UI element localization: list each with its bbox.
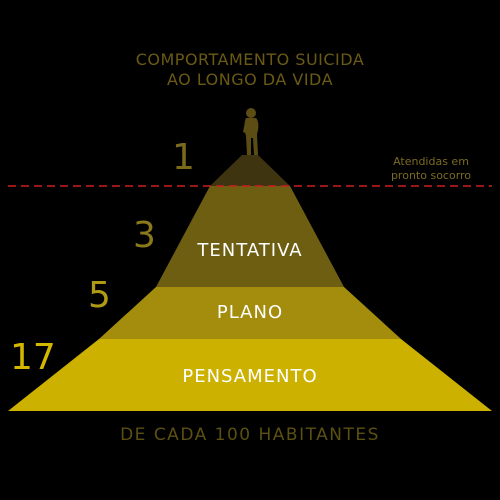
count-attended: 1 <box>172 137 195 178</box>
person-standing-bowed-icon <box>243 108 259 155</box>
label-plano: PLANO <box>216 302 284 323</box>
count-plano: 5 <box>88 275 111 316</box>
er-annotation-line-1: Atendidas em <box>393 155 469 168</box>
diagram-title-line-2: AO LONGO DA VIDA <box>166 70 334 89</box>
label-tentativa: TENTATIVA <box>197 240 303 261</box>
tier-pensamento <box>8 339 492 411</box>
tier-attended <box>210 155 290 186</box>
count-pensamento: 17 <box>10 337 56 378</box>
diagram-title-line-1: COMPORTAMENTO SUICIDA <box>135 50 365 69</box>
count-tentativa: 3 <box>133 215 156 256</box>
tier-plano <box>99 287 401 339</box>
label-pensamento: PENSAMENTO <box>182 366 318 387</box>
er-annotation-line-2: pronto socorro <box>390 169 472 182</box>
tier-tentativa <box>156 186 344 287</box>
footer-caption: DE CADA 100 HABITANTES <box>120 425 380 445</box>
